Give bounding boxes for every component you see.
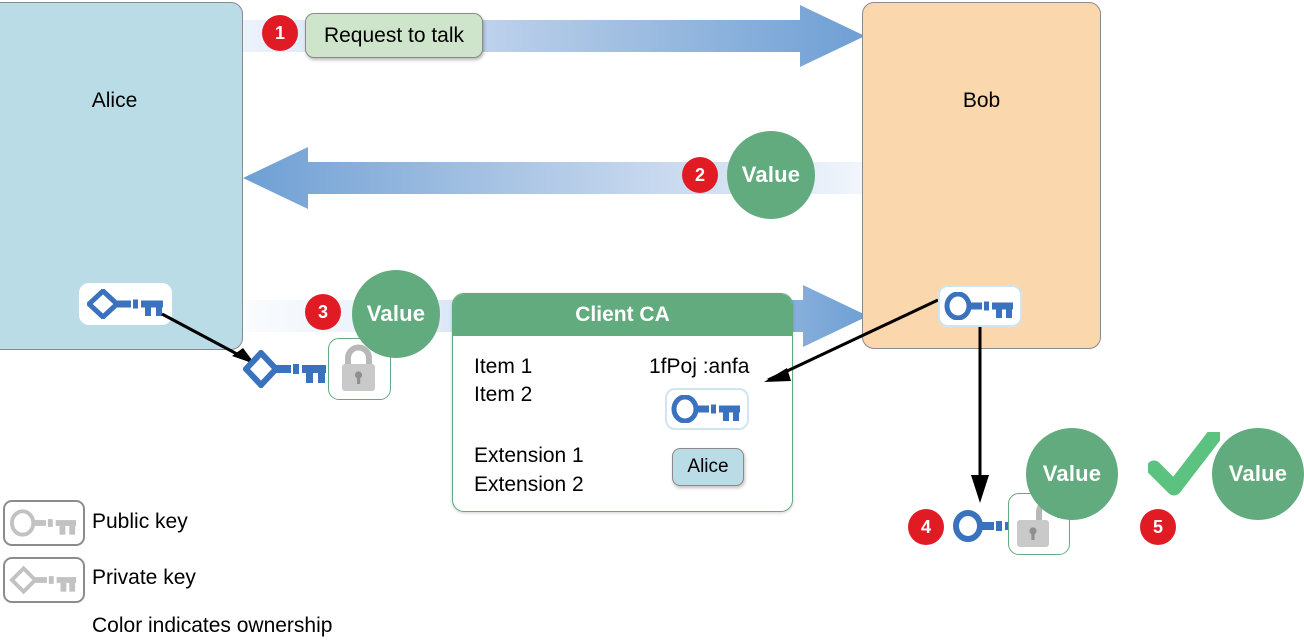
public-key-icon [944,292,1013,320]
private-key-icon [86,289,163,319]
connector-cert-key-to-bob [764,298,939,382]
certificate-item-2: Item 2 [474,383,533,406]
value-circle-step3: Value [352,270,440,358]
public-key-icon [9,509,77,537]
certificate-signature-text: 1fPoj :anfa [649,355,750,378]
step-badge-4: 4 [908,509,944,545]
value-circle-step4: Value [1026,428,1118,520]
legend-label-public-key: Public key [92,510,188,533]
value-circle-step5: Value [1212,428,1304,520]
legend-label-private-key: Private key [92,566,196,589]
value-circle-step2: Value [727,131,815,219]
step-badge-1: 1 [262,15,298,51]
public-key-icon [671,395,740,423]
certificate-item-1: Item 1 [474,355,533,378]
certificate-subject-badge: Alice [672,448,744,486]
connector-bob-key-to-verify [971,327,989,503]
connector-alice-key-to-signing [161,312,255,364]
certificate-header: Client CA [453,294,792,336]
legend-public-key-icon [3,500,85,546]
legend-note-color-ownership: Color indicates ownership [92,614,333,637]
padlock-closed-icon [342,344,375,391]
certificate-extension-2: Extension 2 [474,473,584,496]
step-badge-5: 5 [1140,509,1176,545]
certificate-extension-1: Extension 1 [474,444,584,467]
step-badge-3: 3 [305,294,341,330]
private-key-icon-alice [79,283,172,325]
private-key-icon-signing [243,350,326,388]
legend-private-key-icon [3,557,85,603]
step-badge-2: 2 [682,157,718,193]
checkmark-icon [1148,432,1220,496]
party-label-bob: Bob [962,89,1001,112]
private-key-icon [9,565,77,595]
public-key-icon-certificate [665,388,749,430]
message-label-request-to-talk: Request to talk [305,13,483,58]
public-key-icon-bob [938,285,1022,327]
party-label-alice: Alice [91,89,138,112]
